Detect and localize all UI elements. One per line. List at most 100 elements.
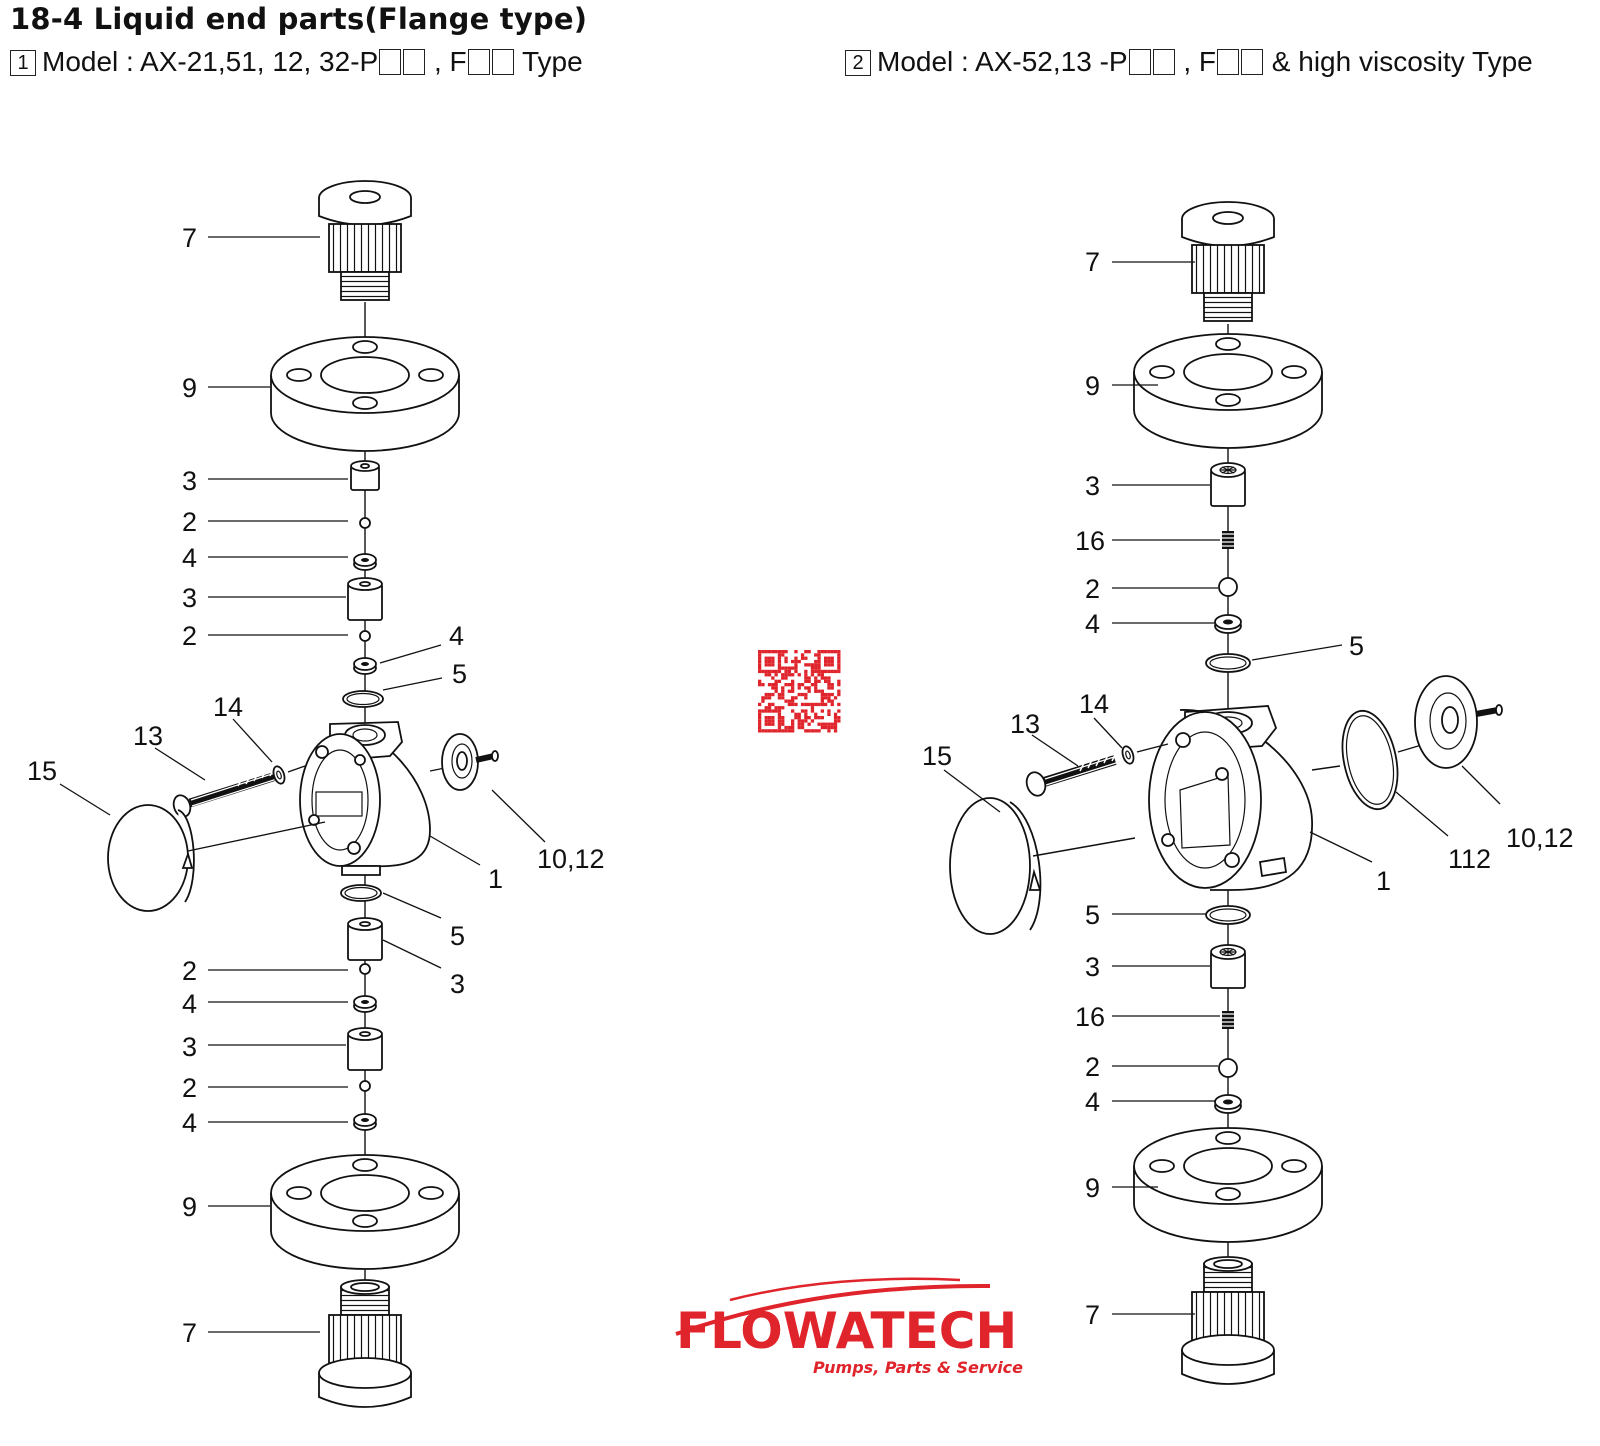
qr-module — [837, 663, 841, 667]
qr-module — [830, 692, 834, 697]
callout-label: 5 — [450, 921, 465, 951]
qr-module — [758, 725, 762, 730]
qr-module — [784, 669, 788, 674]
qr-module — [824, 676, 828, 680]
qr-module — [787, 729, 791, 733]
qr-module — [777, 712, 782, 716]
qr-module — [837, 689, 841, 693]
qr-module — [787, 689, 791, 693]
qr-module — [781, 692, 785, 697]
callout-label: 112 — [1448, 844, 1491, 874]
qr-module — [774, 650, 778, 654]
qr-module — [767, 722, 772, 726]
callout-label: 3 — [1085, 952, 1100, 982]
callout-label: 4 — [182, 1108, 197, 1138]
qr-module — [794, 650, 798, 654]
qr-module — [830, 656, 834, 660]
valve-ball — [359, 517, 371, 529]
qr-module — [804, 692, 808, 697]
qr-module — [781, 696, 785, 700]
qr-module — [761, 683, 765, 687]
qr-module — [804, 716, 808, 720]
spring — [1221, 530, 1235, 550]
qr-module — [767, 716, 772, 720]
qr-module — [767, 656, 772, 660]
qr-module — [758, 722, 762, 726]
qr-module — [804, 709, 808, 713]
callout-label: 7 — [182, 223, 197, 253]
qr-module — [827, 659, 831, 664]
bolt — [1025, 752, 1117, 797]
qr-module — [791, 702, 795, 707]
model-prefix: Model : AX-52,13 -P — [877, 46, 1128, 77]
qr-module — [824, 702, 828, 707]
qr-module — [824, 696, 828, 700]
qr-module — [794, 663, 798, 667]
qr-module — [781, 676, 785, 680]
qr-module — [800, 656, 805, 660]
qr-module — [830, 686, 834, 690]
callout-label: 7 — [1085, 247, 1100, 277]
callout-label: 5 — [452, 659, 467, 689]
qr-module — [804, 712, 808, 716]
qr-module — [837, 702, 841, 707]
qr-module — [804, 676, 808, 680]
callout-label: 13 — [1010, 709, 1040, 739]
qr-module — [797, 686, 801, 690]
qr-module — [830, 683, 834, 687]
qr-module — [814, 676, 818, 680]
qr-module — [814, 666, 818, 670]
qr-module — [810, 666, 815, 670]
callout-label: 5 — [1085, 900, 1100, 930]
qr-module — [767, 692, 772, 697]
callout-label: 1 — [1376, 866, 1391, 896]
qr-module — [817, 650, 821, 654]
logo-wordmark: FLOWATECH — [676, 1302, 1017, 1360]
qr-module — [824, 650, 828, 654]
qr-module — [804, 702, 808, 707]
qr-module — [810, 673, 815, 677]
qr-module — [758, 709, 762, 713]
qr-module — [761, 696, 765, 700]
qr-module — [791, 729, 795, 733]
qr-module — [800, 683, 805, 687]
qr-module — [817, 656, 821, 660]
qr-module — [761, 650, 765, 654]
qr-module — [784, 656, 788, 660]
valve-ball — [359, 630, 371, 642]
qr-module — [764, 722, 768, 726]
qr-module — [774, 669, 778, 674]
qr-module — [764, 663, 768, 667]
qr-module — [791, 686, 795, 690]
logo-tagline: Pumps, Parts & Service — [813, 1358, 1023, 1377]
flange-top — [1133, 333, 1323, 449]
qr-module — [774, 686, 778, 690]
qr-module — [764, 729, 768, 733]
qr-module — [814, 686, 818, 690]
qr-module — [824, 725, 828, 730]
qr-module — [791, 689, 795, 693]
qr-module — [758, 679, 762, 683]
qr-module — [837, 650, 841, 654]
qr-module — [820, 716, 824, 720]
callout-label: 14 — [213, 692, 243, 722]
qr-module — [814, 669, 818, 674]
qr-module — [781, 666, 785, 670]
qr-module — [827, 725, 831, 730]
qr-module — [774, 706, 778, 710]
qr-module — [781, 719, 785, 723]
valve-seat — [353, 553, 377, 571]
qr-module — [797, 719, 801, 723]
callout-label: 2 — [182, 621, 197, 651]
qr-module — [764, 673, 768, 677]
blank-box — [491, 49, 514, 75]
callout-label: 3 — [182, 466, 197, 496]
qr-module — [764, 692, 768, 697]
assembly-right: 7 9 3 16 2 4 5 13 14 15 112 10,12 1 5 3 … — [922, 201, 1574, 1385]
qr-module — [764, 716, 768, 720]
washer — [1121, 745, 1135, 765]
qr-module — [777, 716, 782, 720]
qr-module — [830, 659, 834, 664]
qr-module — [767, 683, 772, 687]
